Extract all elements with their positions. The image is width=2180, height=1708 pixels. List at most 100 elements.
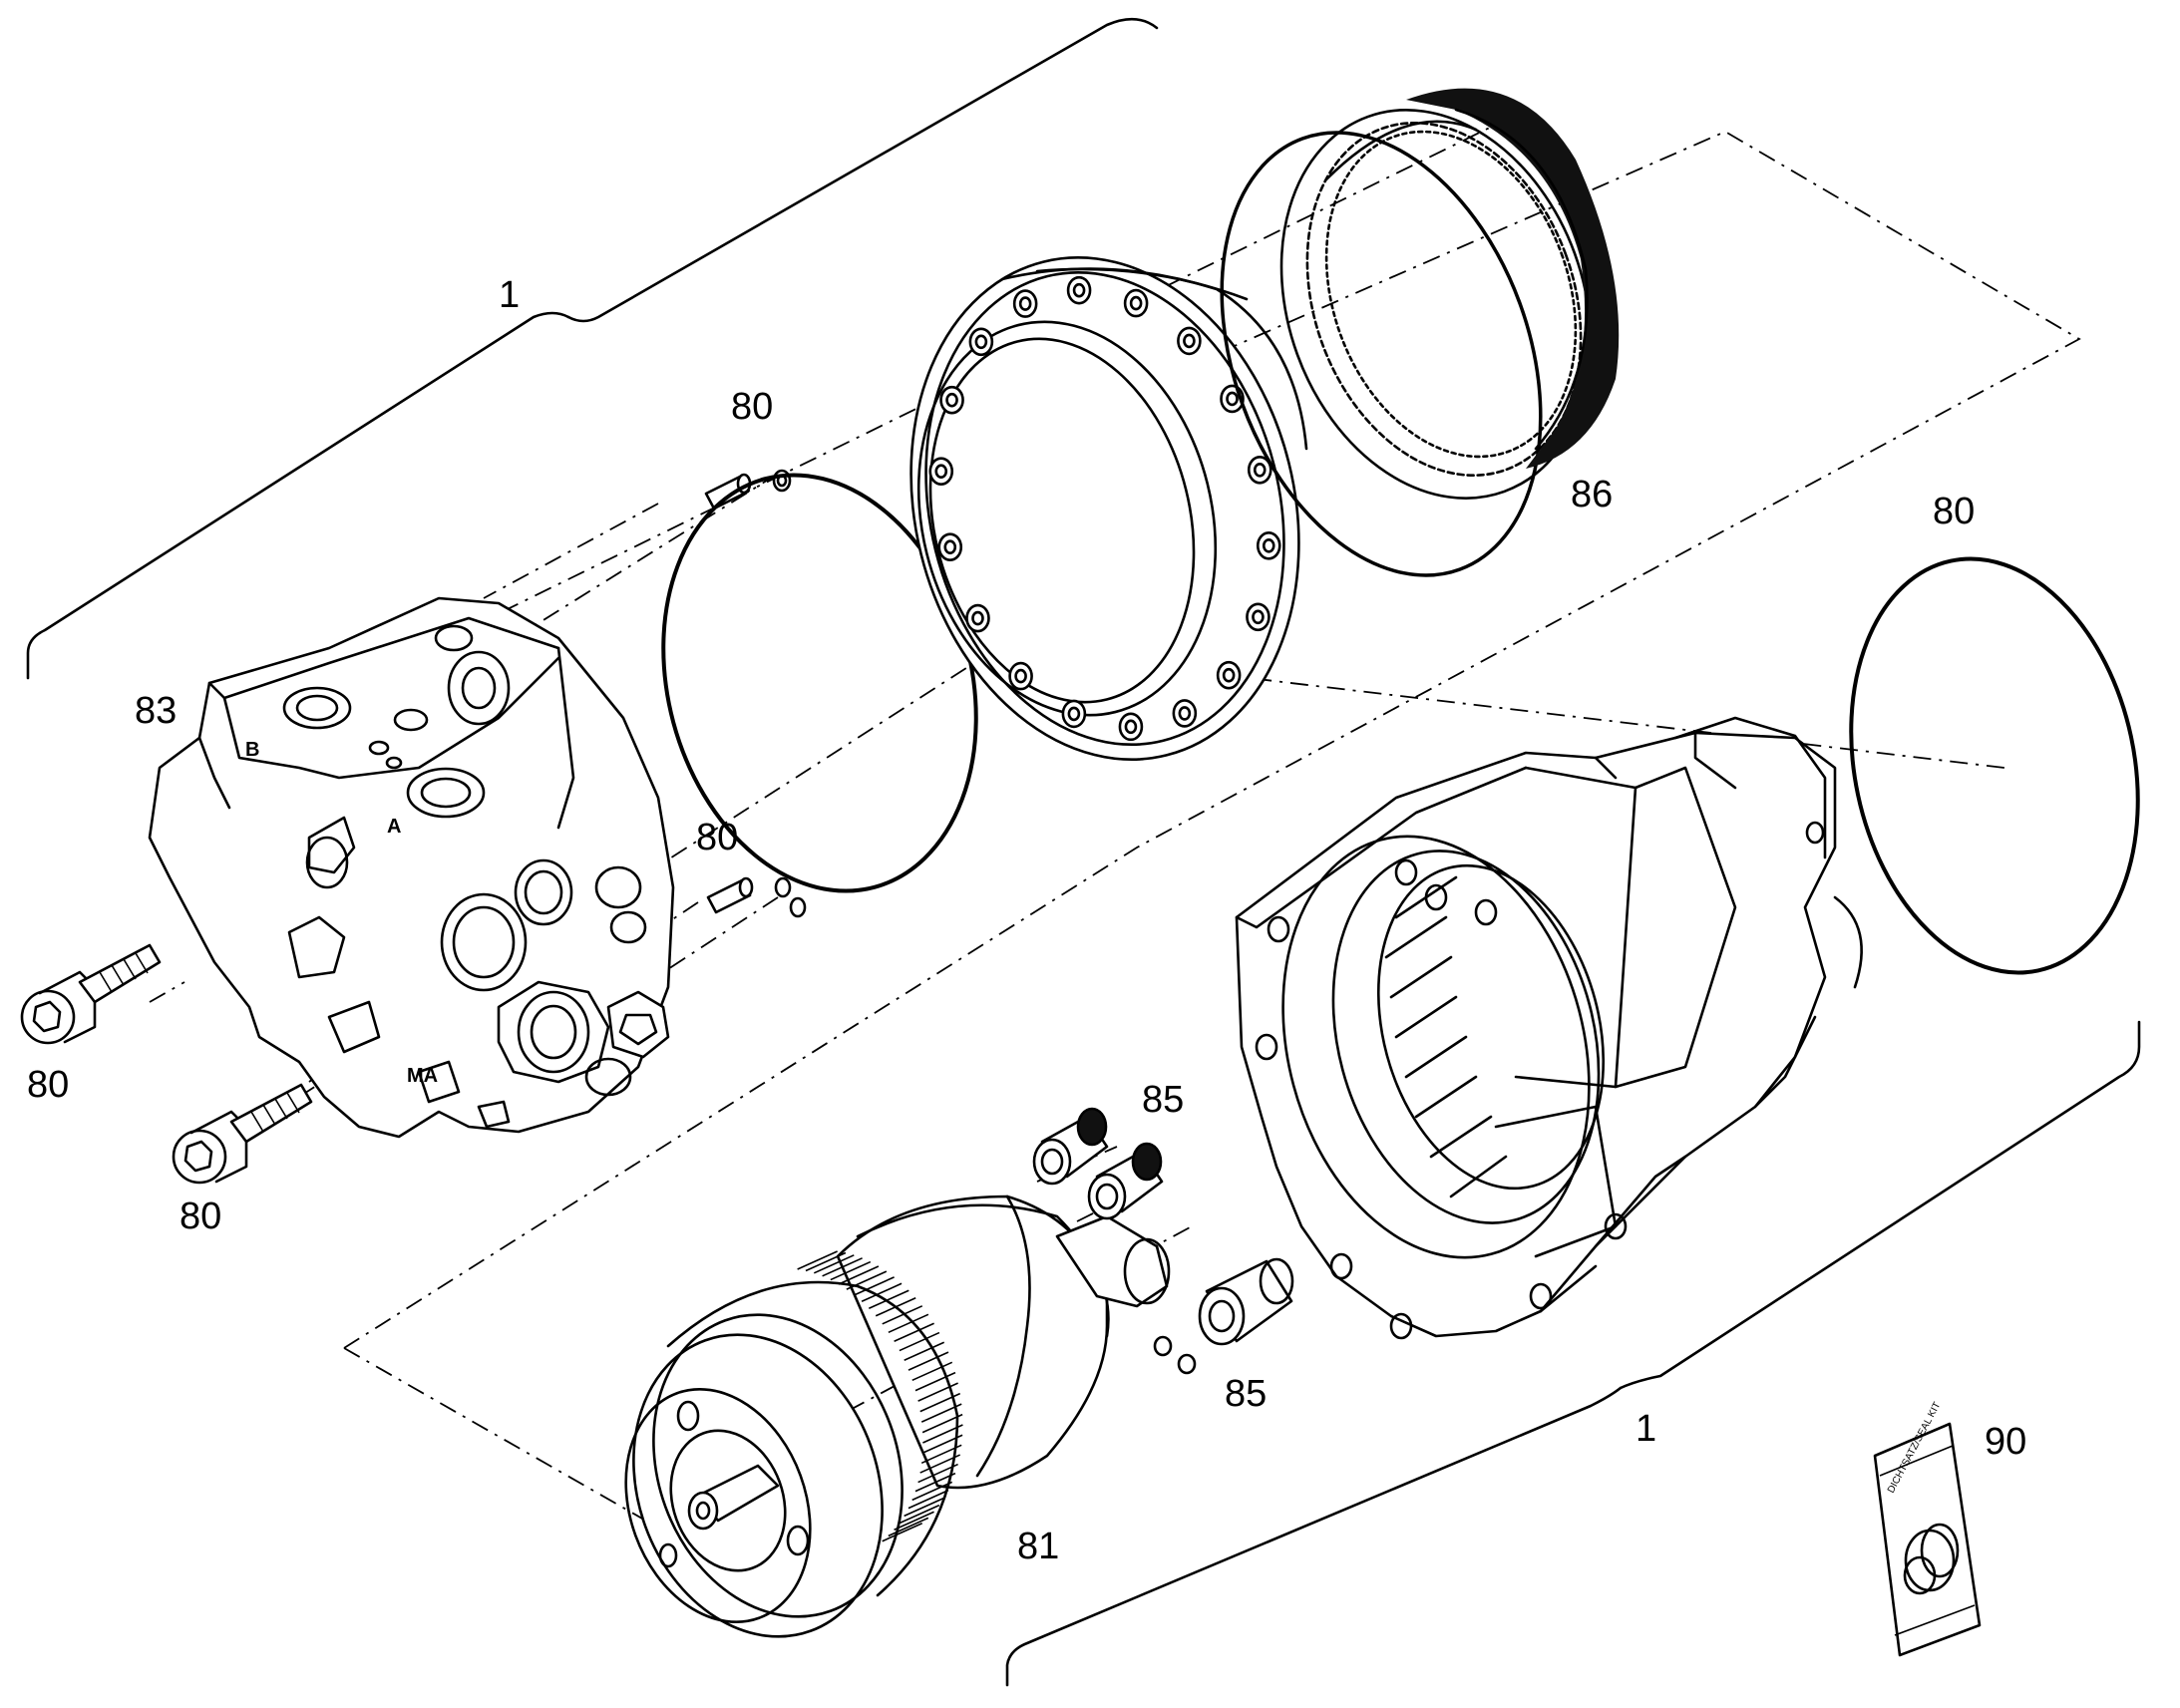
- part-80-cap-screw-upper: [20, 943, 162, 1045]
- gear-tooth: [894, 1322, 934, 1342]
- gear-tooth: [805, 1251, 847, 1272]
- gear-tooth: [875, 1297, 916, 1317]
- callout-80-dowel: 80: [696, 817, 738, 858]
- cover-flange: [909, 256, 1308, 761]
- flange-bolt: [1118, 712, 1144, 742]
- gear-tooth: [908, 1489, 949, 1510]
- bracket-upper-assembly: [26, 17, 1159, 680]
- motor-housing: [1235, 716, 1863, 1340]
- part-90-seal-kit-bag: DICHTSATZ/SEAL KIT: [1873, 1400, 1982, 1657]
- gear-tooth: [854, 1276, 895, 1296]
- gear-tooth: [797, 1250, 838, 1270]
- gear-tooth: [904, 1341, 945, 1361]
- flange-bolt: [965, 603, 990, 633]
- flange-bolt-socket: [1018, 296, 1032, 311]
- gear-tooth: [921, 1413, 963, 1434]
- flange-bolt-socket: [1014, 668, 1027, 684]
- flange-bolt-socket: [974, 334, 988, 350]
- flange-bolt: [1172, 699, 1198, 728]
- gear-tooth: [894, 1511, 934, 1532]
- gear-tooth: [920, 1444, 962, 1465]
- gear-tooth: [822, 1257, 863, 1277]
- callout-90: 90: [1985, 1421, 2026, 1463]
- flange-bolt: [968, 327, 994, 357]
- flange-bolt-socket: [1252, 609, 1265, 625]
- flange-bolt-socket: [1183, 333, 1196, 349]
- callout-80-screw-lower: 80: [180, 1196, 221, 1237]
- gear-tooth: [920, 1403, 962, 1423]
- callout-85-lower: 85: [1225, 1373, 1267, 1415]
- gear-tooth: [917, 1463, 958, 1484]
- flange-bolt: [1256, 530, 1281, 560]
- callout-1-lower: 1: [1635, 1408, 1656, 1450]
- gear-tooth: [911, 1481, 953, 1502]
- gear-tooth: [830, 1260, 872, 1281]
- gear-tooth: [888, 1313, 929, 1334]
- part-83-valve-housing: A B MA: [148, 596, 675, 1139]
- flange-bolt: [1247, 455, 1272, 485]
- callout-80-oring-right: 80: [1933, 491, 1975, 532]
- flange-bolt: [1008, 661, 1033, 691]
- gear-tooth: [919, 1392, 961, 1413]
- bracket-lower-assembly: [1005, 1020, 2141, 1687]
- callout-labels: 1 1 80 80 80 80 80 81 83 85 85 86 90: [27, 274, 2026, 1567]
- flange-bolt-socket: [945, 392, 958, 408]
- part-85-plugs: [1032, 1107, 1294, 1375]
- flange-bolt-socket: [1129, 295, 1143, 311]
- gear-tooth: [911, 1361, 953, 1382]
- gear-tooth: [868, 1289, 909, 1309]
- flange-bolt-socket: [1124, 719, 1138, 735]
- flange-bolt: [939, 385, 964, 415]
- gear-tooth: [882, 1305, 923, 1325]
- flange-bolt: [1066, 275, 1092, 305]
- callout-80-oring-top: 80: [731, 386, 773, 428]
- flange-bolt: [1246, 602, 1271, 632]
- gear-tooth: [861, 1282, 903, 1303]
- valve-port-a-marking: A: [387, 816, 401, 838]
- part-80-cap-screw-lower: [172, 1083, 313, 1185]
- callout-80-screw-upper: 80: [27, 1064, 69, 1106]
- flange-bolt-socket: [934, 464, 948, 480]
- gear-tooth: [899, 1331, 940, 1352]
- flange-bolt-socket: [1253, 462, 1267, 478]
- callout-85-upper: 85: [1142, 1079, 1184, 1121]
- callout-86: 86: [1571, 474, 1613, 515]
- callout-1-upper: 1: [499, 274, 520, 316]
- gear-tooth: [919, 1454, 961, 1474]
- flange-bolt-socket: [1067, 706, 1081, 722]
- gear-tooth: [922, 1424, 963, 1444]
- flange-bolt: [1177, 326, 1202, 356]
- callout-83: 83: [135, 690, 177, 732]
- gear-tooth: [882, 1523, 922, 1542]
- callout-81: 81: [1017, 1526, 1059, 1567]
- flange-bolt: [1123, 288, 1149, 318]
- flange-bolt-socket: [1222, 667, 1236, 683]
- gear-tooth: [921, 1434, 963, 1454]
- valve-port-b-marking: B: [245, 739, 259, 761]
- flange-bolt: [937, 532, 963, 562]
- part-81-rotary-group: [624, 1195, 1171, 1638]
- part-86-brake-disc-pack: [1220, 88, 1620, 577]
- flange-bolt: [1061, 699, 1087, 729]
- gear-tooth: [914, 1371, 956, 1392]
- gear-tooth: [904, 1497, 944, 1518]
- flange-bolt-socket: [1072, 282, 1086, 298]
- gear-tooth: [917, 1382, 958, 1402]
- flange-bolt-socket: [943, 539, 957, 555]
- gear-tooth: [838, 1265, 880, 1285]
- flange-bolt: [1012, 289, 1038, 318]
- part-80-dowel-pins-lower: [706, 876, 807, 918]
- flange-bolt: [928, 457, 954, 487]
- flange-bolt-socket: [1226, 391, 1239, 407]
- flange-bolt-socket: [971, 610, 984, 626]
- flange-bolt: [1216, 660, 1242, 690]
- part-80-o-ring-right: [1849, 556, 2140, 975]
- gear-tooth: [846, 1270, 888, 1290]
- flange-bolt-socket: [1178, 706, 1192, 721]
- gear-tooth: [914, 1472, 956, 1493]
- gear-tooth: [813, 1254, 855, 1274]
- gear-tooth: [899, 1504, 940, 1525]
- gear-tooth: [888, 1517, 929, 1537]
- flange-bolt-socket: [1262, 537, 1275, 553]
